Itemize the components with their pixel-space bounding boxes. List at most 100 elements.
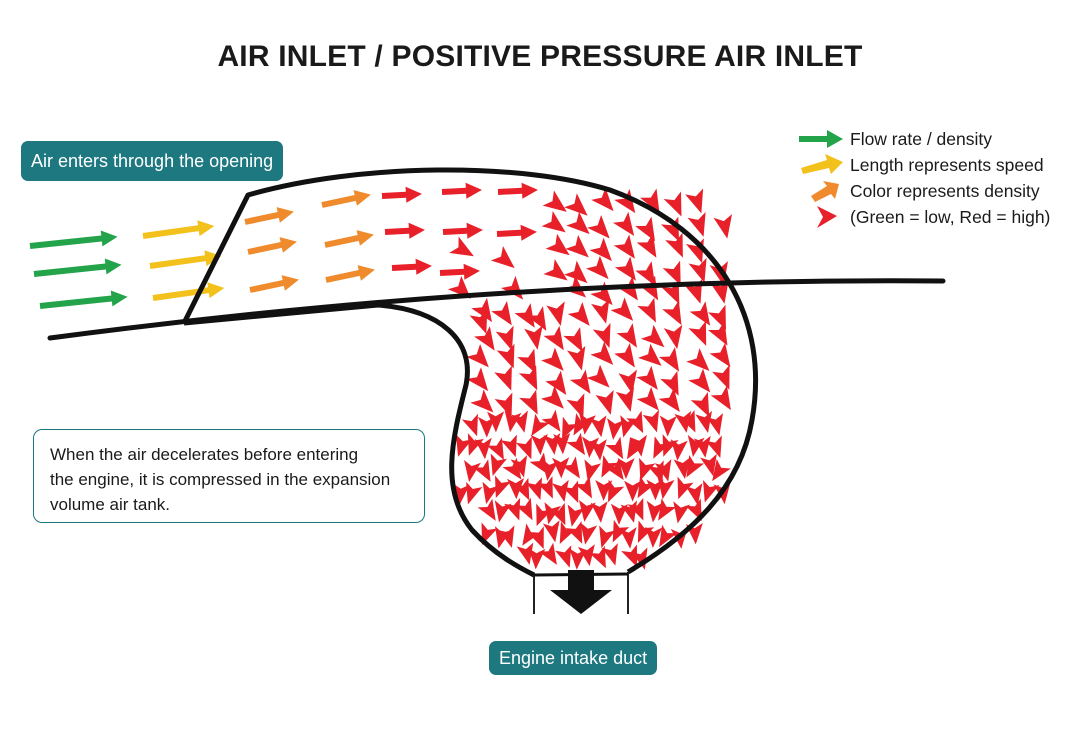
- flow-arrow-high-density: [545, 370, 567, 395]
- flow-arrow-high-density: [551, 479, 569, 503]
- flow-arrow-high-density: [619, 527, 637, 549]
- callout-air-enters: Air enters through the opening: [21, 141, 284, 181]
- flow-arrow-medium-high: [321, 190, 371, 208]
- flow-arrow-high-density: [635, 216, 656, 242]
- flow-arrow-high-density: [562, 275, 587, 298]
- flow-arrow-high-density: [561, 456, 580, 479]
- flow-arrow-high-density: [536, 476, 553, 499]
- flow-arrow-high-density: [590, 341, 614, 365]
- flow-arrow-high-density: [592, 323, 611, 348]
- flow-arrow-high-density: [490, 246, 515, 269]
- flow-arrow-high-density: [526, 306, 547, 331]
- flow-arrow-high-density: [536, 503, 553, 527]
- flow-arrow-high-density: [525, 477, 543, 500]
- flow-arrow-medium-low: [149, 250, 222, 269]
- flow-arrow-high-density: [627, 497, 644, 521]
- flow-arrow-high-density: [637, 475, 656, 499]
- flow-arrow-high-density: [706, 413, 723, 436]
- flow-arrow-high-density: [514, 303, 535, 328]
- flow-arrow-high-density: [546, 301, 565, 326]
- flow-arrow-high-density: [486, 437, 504, 461]
- flow-arrow-high-density: [599, 525, 616, 549]
- flow-arrow-high-density: [511, 410, 528, 433]
- flow-arrow-high-density: [500, 434, 517, 458]
- flow-arrow-high-density: [538, 542, 557, 565]
- flow-arrow-high-density: [590, 501, 608, 523]
- flow-arrow-high-density: [630, 434, 647, 457]
- flow-arrow-high-density: [608, 479, 625, 503]
- flow-arrow-high-density: [595, 480, 613, 502]
- flow-arrow-high-density: [604, 457, 624, 481]
- flow-arrow-high-density: [678, 409, 696, 433]
- flow-arrow-high-density: [587, 215, 610, 239]
- flow-arrow-high-density: [627, 436, 645, 460]
- flow-arrow-high-density: [490, 453, 508, 476]
- flow-arrow-high-density: [439, 263, 480, 280]
- down-arrow-icon: [550, 570, 612, 614]
- flow-arrow-high-density: [610, 297, 634, 321]
- flow-arrow-high-density: [455, 434, 473, 457]
- flow-arrow-high-density: [577, 544, 595, 567]
- flow-arrow-high-density: [688, 368, 711, 393]
- flow-arrow-high-density: [658, 387, 680, 412]
- flow-arrow-high-density: [494, 365, 512, 391]
- flow-arrow-high-density: [466, 481, 483, 505]
- flow-arrow-high-density: [529, 452, 549, 475]
- flow-arrow-high-density: [589, 545, 606, 569]
- flow-arrow-high-density: [658, 347, 680, 372]
- flow-arrow-high-density: [589, 415, 607, 438]
- flow-arrow-high-density: [553, 433, 571, 455]
- legend-item: Length represents speed: [795, 152, 1075, 178]
- flow-arrow-high-density: [673, 501, 691, 524]
- flow-arrow-high-density: [659, 415, 677, 437]
- flow-arrow-high-density: [674, 410, 692, 433]
- flow-arrow-high-density: [709, 342, 731, 368]
- flow-arrow-high-density: [495, 526, 512, 549]
- flow-arrow-high-density: [595, 389, 614, 415]
- flow-arrow-high-density: [467, 433, 484, 456]
- flow-arrow-high-density: [515, 436, 532, 460]
- flow-arrow-high-density: [621, 544, 638, 568]
- flow-arrow-high-density: [616, 276, 638, 301]
- flow-arrow-high-density: [626, 410, 644, 434]
- flow-arrow-high-density: [688, 257, 707, 283]
- flow-arrow-high-density: [613, 234, 635, 259]
- legend-item: Flow rate / density: [795, 126, 1075, 152]
- flow-arrow-high-density: [518, 365, 538, 391]
- flow-arrow-high-density: [562, 480, 579, 504]
- flow-arrow-high-density: [541, 409, 561, 432]
- flow-arrow-medium-high: [249, 275, 299, 293]
- flow-arrow-high-density: [512, 477, 530, 501]
- flow-arrow-high-density: [461, 413, 478, 437]
- flow-arrow-high-density: [496, 343, 515, 369]
- flow-arrow-high-density: [640, 324, 665, 348]
- note-line: volume air tank.: [50, 495, 170, 514]
- flow-arrow-medium-high: [324, 230, 374, 248]
- flow-arrow-high-density: [663, 191, 682, 217]
- flow-arrow-high-density: [466, 367, 489, 392]
- flow-arrow-high-density: [685, 188, 704, 214]
- flow-arrow-high-density: [543, 259, 568, 281]
- flow-arrow-high-density: [574, 475, 592, 499]
- flow-arrow-high-density: [464, 460, 481, 483]
- flow-arrow-high-density: [689, 301, 711, 326]
- flow-arrow-high-density: [677, 476, 694, 500]
- flow-arrow-high-density: [685, 498, 702, 522]
- flow-arrow-high-density: [541, 458, 559, 481]
- inlet-scoop-outline: [181, 167, 758, 575]
- flow-arrow-high-density: [590, 281, 613, 306]
- legend-label: Flow rate / density: [850, 129, 992, 149]
- flow-arrow-high-density: [618, 369, 637, 395]
- flow-arrow-high-density: [517, 348, 536, 374]
- flow-arrow-high-density: [687, 212, 706, 237]
- flow-arrow-high-density: [559, 521, 577, 545]
- inlet-lower-lip: [183, 302, 536, 578]
- orange-arrow-icon: [811, 181, 839, 202]
- flow-arrow-high-density: [543, 325, 564, 351]
- flow-arrow-high-density: [709, 261, 729, 286]
- flow-arrow-high-density: [659, 524, 677, 548]
- flow-arrow-high-density: [700, 453, 717, 477]
- flow-arrow-high-density: [708, 304, 726, 330]
- flow-arrow-high-density: [601, 543, 618, 566]
